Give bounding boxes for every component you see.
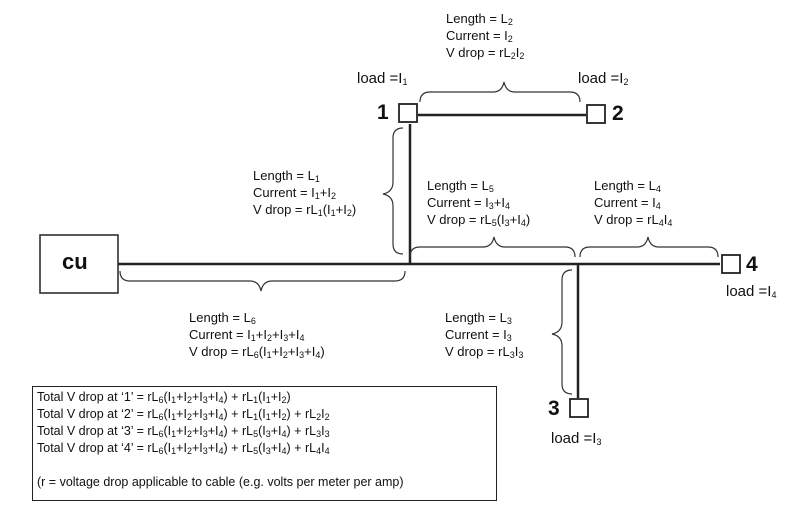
segment-l2-current: Current = I2 xyxy=(446,28,513,44)
segment-l3-vdrop: V drop = rL3I3 xyxy=(445,344,524,360)
brace-l3 xyxy=(551,269,573,395)
brace-l1 xyxy=(382,127,404,255)
segment-l3-label: Length = L3 Current = I3 V drop = rL3I3 xyxy=(445,309,523,360)
node-1-number: 1 xyxy=(377,101,389,124)
node-1-square xyxy=(398,103,418,123)
segment-l6-current: Current = I1+I2+I3+I4 xyxy=(189,327,305,343)
segment-l6-label: Length = L6 Current = I1+I2+I3+I4 V drop… xyxy=(189,309,325,360)
node-3-number: 3 xyxy=(548,397,560,420)
node-4-number: 4 xyxy=(746,253,758,276)
segment-l1-length: Length = L1 xyxy=(253,168,320,184)
segment-l4-current: Current = I4 xyxy=(594,195,661,211)
vdrop-summary-box: Total V drop at ‘1’ = rL6(I1+I2+I3+I4) +… xyxy=(32,386,497,501)
segment-l2-length: Length = L2 xyxy=(446,11,513,27)
summary-line-1: Total V drop at ‘1’ = rL6(I1+I2+I3+I4) +… xyxy=(37,390,291,405)
segment-l5-label: Length = L5 Current = I3+I4 V drop = rL5… xyxy=(427,177,530,228)
brace-l6 xyxy=(119,270,406,292)
summary-line-2: Total V drop at ‘2’ = rL6(I1+I2+I3+I4) +… xyxy=(37,407,330,422)
segment-l5-current: Current = I3+I4 xyxy=(427,195,511,211)
node-4-square xyxy=(721,254,741,274)
node-2-square xyxy=(586,104,606,124)
segment-l4-vdrop: V drop = rL4I4 xyxy=(594,212,673,228)
segment-l1-label: Length = L1 Current = I1+I2 V drop = rL1… xyxy=(253,167,356,218)
consumer-unit-label: cu xyxy=(62,249,88,274)
summary-note: (r = voltage drop applicable to cable (e… xyxy=(37,475,404,489)
node-2-load-label: load =I2 xyxy=(578,70,629,87)
segment-l2-vdrop: V drop = rL2I2 xyxy=(446,45,525,61)
node-3-square xyxy=(569,398,589,418)
segment-l3-current: Current = I3 xyxy=(445,327,512,343)
node-3-load-label: load =I3 xyxy=(551,430,602,447)
brace-l2 xyxy=(419,81,581,103)
segment-l5-length: Length = L5 xyxy=(427,178,494,194)
brace-l5 xyxy=(409,236,576,258)
segment-l6-length: Length = L6 xyxy=(189,310,256,326)
node-4-load-label: load =I4 xyxy=(726,283,777,300)
segment-l2-label: Length = L2 Current = I2 V drop = rL2I2 xyxy=(446,10,524,61)
segment-l4-length: Length = L4 xyxy=(594,178,661,194)
summary-line-3: Total V drop at ‘3’ = rL6(I1+I2+I3+I4) +… xyxy=(37,424,330,439)
node-2-number: 2 xyxy=(612,102,624,125)
segment-l6-vdrop: V drop = rL6(I1+I2+I3+I4) xyxy=(189,344,325,360)
segment-l1-current: Current = I1+I2 xyxy=(253,185,337,201)
segment-l4-label: Length = L4 Current = I4 V drop = rL4I4 xyxy=(594,177,672,228)
brace-l4 xyxy=(579,236,719,258)
node-1-load-label: load =I1 xyxy=(357,70,408,87)
segment-l3-length: Length = L3 xyxy=(445,310,512,326)
summary-line-4: Total V drop at ‘4’ = rL6(I1+I2+I3+I4) +… xyxy=(37,441,330,456)
segment-l5-vdrop: V drop = rL5(I3+I4) xyxy=(427,212,531,228)
segment-l1-vdrop: V drop = rL1(I1+I2) xyxy=(253,202,357,218)
